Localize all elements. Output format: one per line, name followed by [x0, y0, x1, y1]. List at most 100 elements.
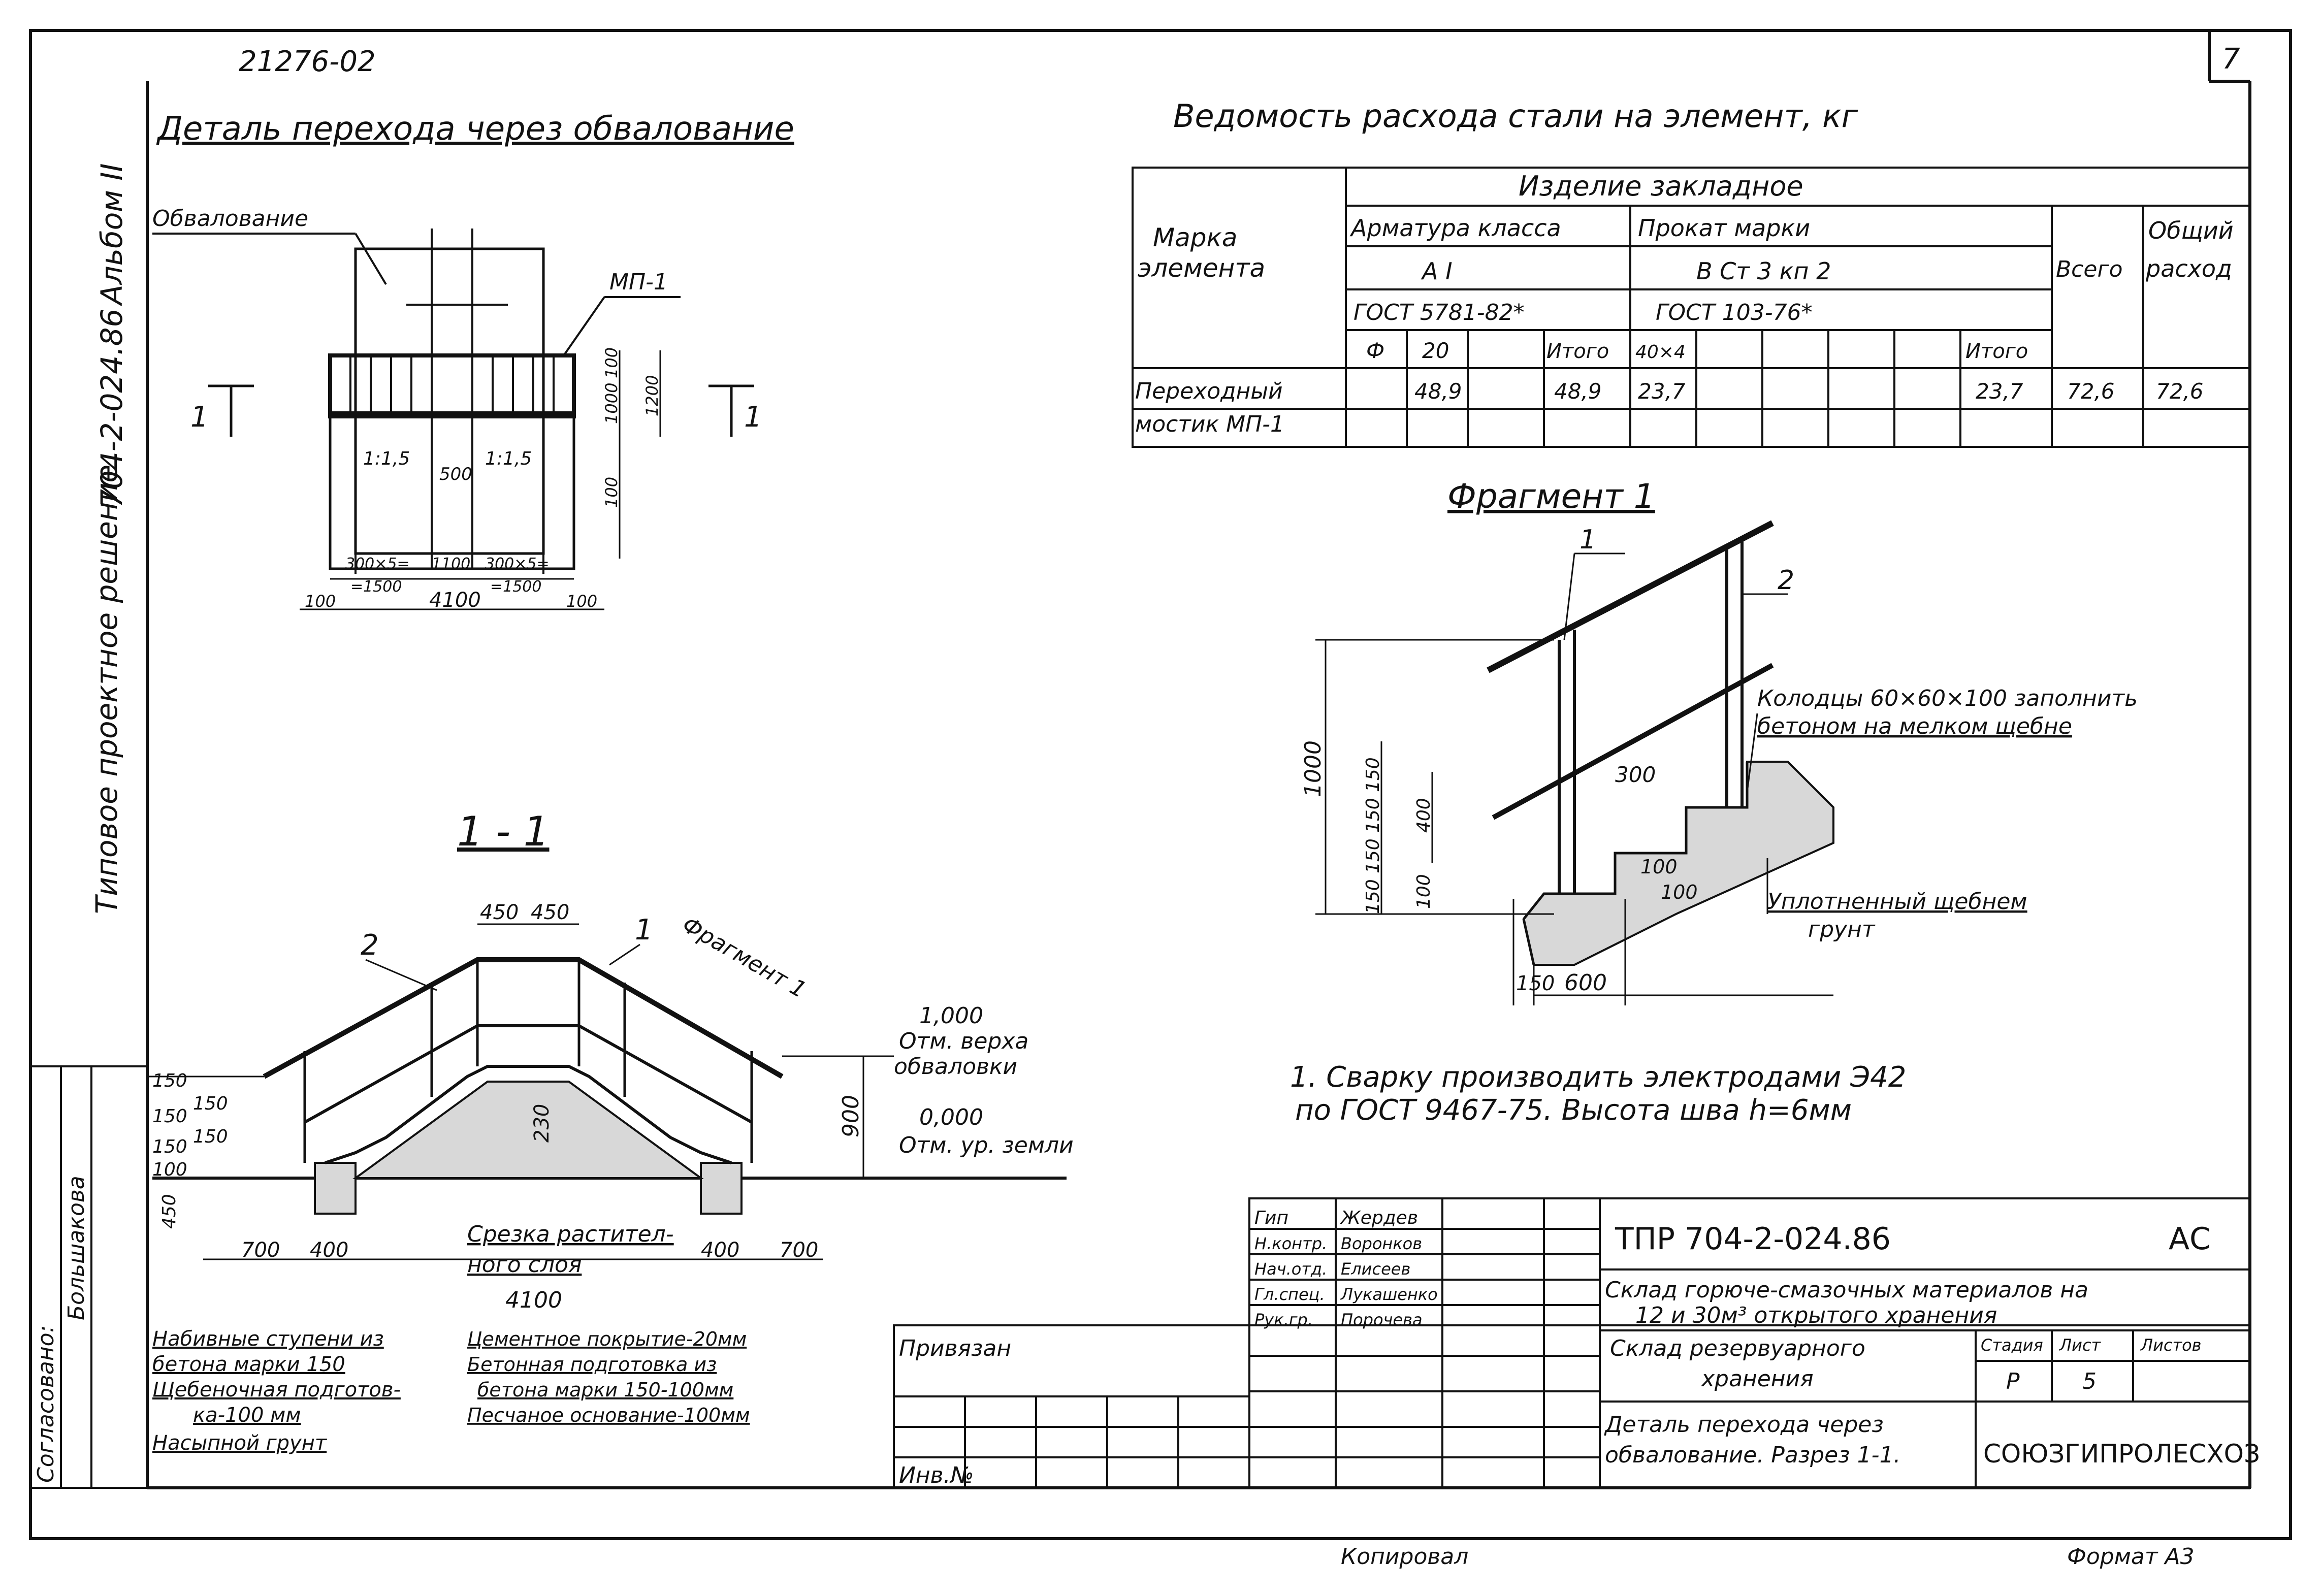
tb-role-4: Гл.спец. — [1254, 1285, 1325, 1304]
table-total-header: Всего — [2056, 256, 2122, 282]
plan-dim-100b: 100 — [602, 477, 621, 508]
legend-right: Цементное покрытие-20мм Бетонная подгото… — [467, 1328, 750, 1426]
frag-dim-400: 400 — [1413, 798, 1434, 833]
svg-text:Насыпной грунт: Насыпной грунт — [152, 1431, 328, 1455]
elev-zero: 0,000 — [919, 1104, 983, 1130]
tb-sheets-h: Листов — [2140, 1336, 2202, 1355]
frag-dim-600: 600 — [1564, 970, 1607, 996]
fragment-1: Фрагмент 1 1 2 150 600 1000 150 150 150 … — [1300, 477, 2138, 1005]
table-rolled-header: Прокат марки — [1638, 214, 1810, 242]
sec-bottom-4100: 4100 — [505, 1287, 562, 1313]
elev-top-note-1: Отм. верха — [899, 1028, 1028, 1054]
tb-part-2: хранения — [1700, 1366, 1814, 1392]
table-col-20: 20 — [1422, 338, 1449, 363]
svg-text:Набивные ступени из: Набивные ступени из — [152, 1327, 384, 1351]
tb-name-2: Воронков — [1341, 1234, 1422, 1253]
plan-dim-b2: 4100 — [429, 589, 481, 612]
tb-part-1: Склад резервуарного — [1610, 1336, 1865, 1361]
table-row-label-1: Переходный — [1135, 378, 1283, 404]
tb-name-1: Жердев — [1340, 1208, 1418, 1228]
table-overall-header-1: Общий — [2148, 217, 2234, 244]
plan-dim-b1: 100 — [305, 592, 336, 611]
cut-note-1: Срезка растител- — [467, 1221, 674, 1247]
tb-stage: Р — [2006, 1369, 2020, 1394]
frag-dim-300: 300 — [1615, 762, 1656, 787]
frag-dim-150d: 150 — [1363, 879, 1383, 914]
section-dim-230: 230 — [530, 1104, 554, 1143]
sec-left-150-1: 150 — [152, 1070, 187, 1091]
frag-dim-100b: 100 — [1661, 881, 1698, 903]
side-labels: 704-2-024.86 Альбом II Типовое проектное… — [89, 163, 129, 914]
section-top-450b: 450 — [531, 901, 569, 924]
frag-note-2: бетоном на мелком щебне — [1757, 713, 2072, 739]
table-title: Ведомость расхода стали на элемент, кг — [1173, 97, 1858, 135]
sec-left-150-3: 150 — [152, 1106, 187, 1127]
tb-name-4: Лукашенко — [1340, 1285, 1438, 1304]
tb-object-1: Склад горюче-смазочных материалов на — [1605, 1277, 2088, 1303]
plan-dim-t1b: =1500 — [350, 578, 402, 596]
svg-text:Цементное покрытие-20мм: Цементное покрытие-20мм — [467, 1328, 747, 1350]
table-col-strip: 40×4 — [1635, 342, 1686, 363]
sec-left-450: 450 — [159, 1194, 180, 1229]
elev-zero-note: Отм. ур. земли — [899, 1132, 1074, 1158]
album-label: Альбом II — [94, 163, 129, 307]
table-rebar-header: Арматура класса — [1349, 214, 1561, 242]
plan-title: Деталь перехода через обвалование — [156, 110, 794, 148]
frag-note-1: Колодцы 60×60×100 заполнить — [1757, 686, 2138, 711]
tb-role-2: Н.контр. — [1254, 1234, 1327, 1253]
svg-text:бетона марки 150-100мм: бетона марки 150-100мм — [477, 1379, 733, 1401]
table-val-rolled-total: 23,7 — [1976, 379, 2023, 404]
tb-stage-h: Стадия — [1981, 1336, 2043, 1355]
title-block: Привязан Инв.№ Гип Жердев Н.контр. Ворон… — [893, 1197, 2260, 1489]
tb-drawing-2: обвалование. Разрез 1-1. — [1605, 1442, 1900, 1468]
elev-top: 1,000 — [919, 1003, 983, 1029]
frag-dim-1000: 1000 — [1300, 740, 1326, 797]
section-label-1: 1 — [635, 914, 653, 947]
frag-dim-150a: 150 — [1363, 757, 1383, 792]
svg-text:1: 1 — [744, 401, 762, 434]
sec-bottom-700a: 700 — [241, 1239, 280, 1262]
project-number: 704-2-024.86 — [94, 309, 129, 508]
sec-bottom-400a: 400 — [310, 1239, 348, 1262]
section-label-2: 2 — [361, 929, 379, 962]
table-rebar-class: А I — [1421, 257, 1453, 285]
table-rebar-gost: ГОСТ 5781-82* — [1353, 300, 1525, 325]
welding-note-1: 1. Сварку производить электродами Э42 — [1290, 1061, 1906, 1094]
tb-name-3: Елисеев — [1341, 1259, 1410, 1279]
agreed-label: Согласовано: — [33, 1325, 59, 1483]
frag-note-4: грунт — [1808, 917, 1876, 942]
table-rolled-grade: В Ст 3 кп 2 — [1696, 257, 1831, 285]
svg-text:ка-100 мм: ка-100 мм — [193, 1404, 301, 1427]
sec-bottom-400b: 400 — [701, 1239, 739, 1262]
table-val-rebar20: 48,9 — [1414, 379, 1462, 404]
sec-bottom-700b: 700 — [780, 1239, 818, 1262]
tb-sheet: 5 — [2082, 1369, 2097, 1394]
frag-dim-150c: 150 — [1363, 838, 1383, 873]
plan-dim-t3: 300×5= — [485, 555, 550, 573]
tb-drawing-1: Деталь перехода через — [1604, 1412, 1884, 1438]
sec-left-100: 100 — [152, 1159, 187, 1180]
embankment-label: Обвалование — [152, 206, 308, 232]
plan-dim-100a: 100 — [602, 347, 621, 378]
section-arrow-left: 1 — [190, 384, 254, 437]
type-solution-label: Типовое проектное решение — [89, 465, 124, 914]
plan-detail: Деталь перехода через обвалование Обвало… — [152, 110, 794, 612]
table-val-total: 72,6 — [2067, 379, 2115, 404]
tb-code: ТПР 704-2-024.86 — [1615, 1221, 1891, 1257]
tb-sheet-h: Лист — [2059, 1336, 2101, 1355]
svg-text:1: 1 — [190, 401, 209, 434]
section-dim-900: 900 — [838, 1095, 864, 1137]
plan-slope-2: 1:1,5 — [485, 448, 532, 469]
sec-left-150-5: 150 — [152, 1136, 187, 1157]
steel-table: Ведомость расхода стали на элемент, кг И… — [1132, 97, 2251, 448]
section-title: 1 - 1 — [457, 808, 550, 855]
table-rolled-gost: ГОСТ 103-76* — [1656, 300, 1813, 325]
svg-text:Щебеночная подготов-: Щебеночная подготов- — [152, 1378, 401, 1402]
fragment-num-1: 1 — [1579, 525, 1596, 555]
fragment-num-2: 2 — [1778, 565, 1794, 596]
plan-dim-b3: 100 — [566, 592, 597, 611]
footer-format: Формат А3 — [2067, 1544, 2195, 1570]
plan-slope-1: 1:1,5 — [363, 448, 410, 469]
legend-left: Набивные ступени из бетона марки 150 Щеб… — [152, 1327, 401, 1455]
